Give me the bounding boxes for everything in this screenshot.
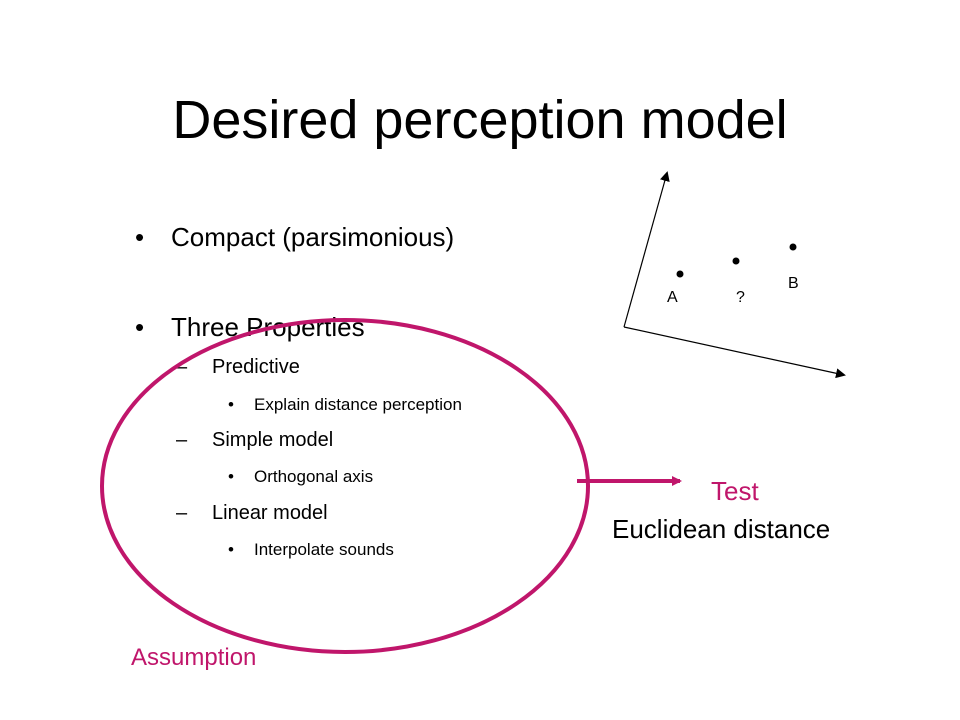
point-a (676, 270, 684, 278)
bullet-compact-text: Compact (parsimonious) (171, 222, 455, 252)
subbullet-linear-model-text: Linear model (212, 502, 328, 524)
horizontal-axis (623, 326, 846, 379)
bullet-marker: • (228, 540, 234, 559)
euclidean-distance-label: Euclidean distance (612, 514, 831, 544)
bullet-marker: • (135, 312, 145, 342)
bullet-marker: • (135, 222, 145, 252)
subbullet-simple-model-text: Simple model (212, 429, 334, 451)
point-b-label: B (788, 275, 799, 292)
dash-marker: – (176, 429, 188, 451)
test-label: Test (711, 476, 759, 506)
bullet-marker: • (228, 467, 234, 486)
subbullet-predictive-text: Predictive (212, 356, 300, 378)
item-explain-text: Explain distance perception (254, 395, 462, 414)
point-a-label: A (667, 289, 678, 306)
point-unknown-label: ? (736, 289, 745, 306)
point-b (789, 243, 797, 251)
dash-marker: – (176, 502, 188, 524)
item-interpolate-text: Interpolate sounds (254, 540, 394, 559)
vertical-axis (623, 171, 670, 328)
item-orthogonal-text: Orthogonal axis (254, 467, 374, 486)
assumption-ellipse (100, 318, 590, 654)
dash-marker: – (176, 356, 188, 378)
slide-title: Desired perception model (172, 90, 788, 150)
bullet-marker: • (228, 395, 234, 414)
assumption-label: Assumption (131, 644, 257, 671)
point-unknown (732, 257, 740, 265)
